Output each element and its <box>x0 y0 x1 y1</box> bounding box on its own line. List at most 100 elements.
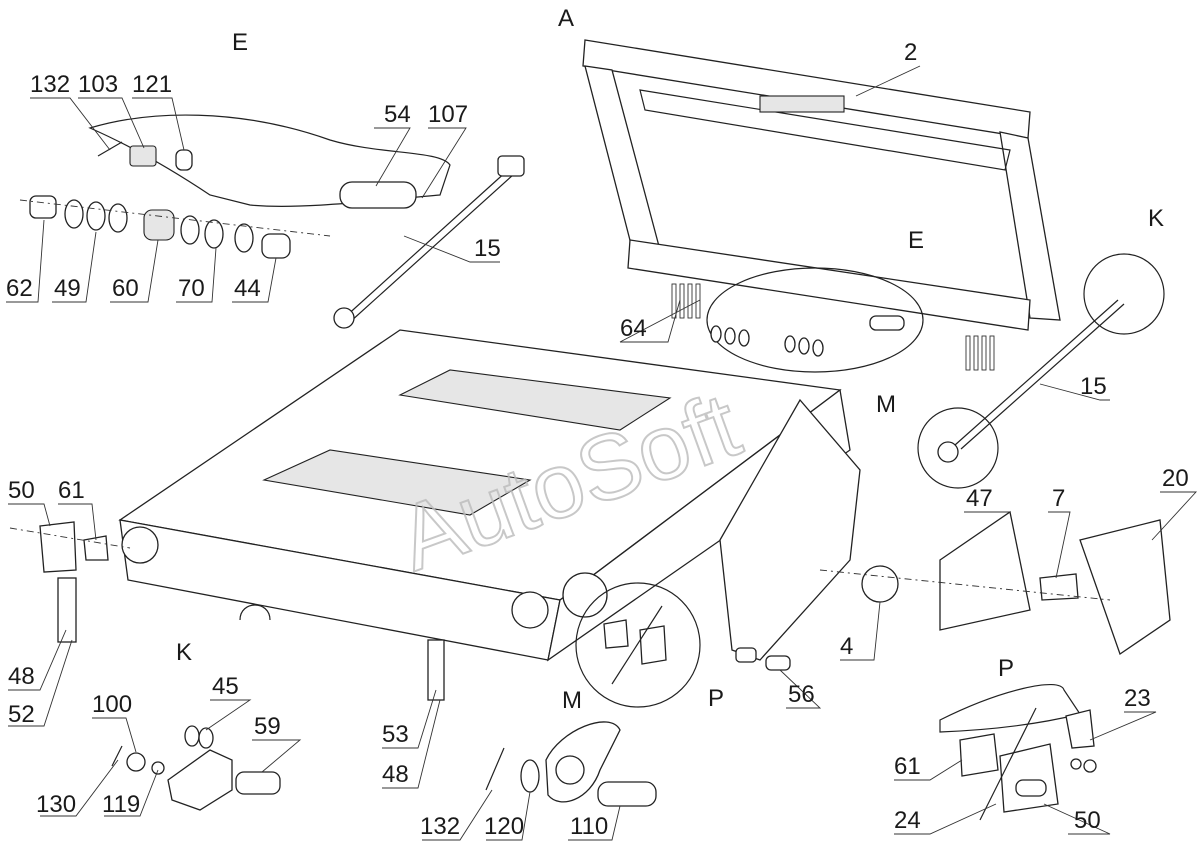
detail-e-frame-outline <box>88 114 451 207</box>
view-label-e-circle: E <box>908 227 924 254</box>
label-47: 47 <box>966 485 993 512</box>
rod-15-left-group <box>333 155 525 329</box>
rod-24 <box>979 707 1037 821</box>
label-2: 2 <box>904 39 917 66</box>
label-59: 59 <box>254 713 281 740</box>
detail-p-group <box>939 683 1097 821</box>
view-label-p-circle: P <box>708 685 724 712</box>
part-labels: 132 103 121 54 107 62 49 60 70 44 15 2 6… <box>6 39 1189 840</box>
ring-70b <box>204 219 224 249</box>
view-label-e-detail: E <box>232 29 248 56</box>
detail-p-circle <box>575 582 701 708</box>
frame-2-right-post <box>999 131 1061 321</box>
bushing-44 <box>261 233 291 259</box>
right-parts-group <box>735 510 1171 671</box>
label-52: 52 <box>8 701 35 728</box>
pin-132 <box>97 141 123 157</box>
label-49: 49 <box>54 275 81 302</box>
circlip <box>234 223 254 253</box>
view-label-m-circle: M <box>876 391 896 418</box>
label-45: 45 <box>212 673 239 700</box>
springs-64-right <box>965 335 995 371</box>
label-24: 24 <box>894 807 921 834</box>
pin-59 <box>235 771 281 795</box>
nut-103 <box>129 145 157 167</box>
flange-4 <box>861 565 899 603</box>
label-61-p: 61 <box>894 753 921 780</box>
rod-15-left <box>343 169 509 319</box>
label-44: 44 <box>234 275 261 302</box>
label-48-left: 48 <box>8 663 35 690</box>
label-107: 107 <box>428 101 468 128</box>
label-70: 70 <box>178 275 205 302</box>
cover-47 <box>939 510 1031 631</box>
nut-100 <box>126 752 146 772</box>
latch-23 <box>1065 709 1095 749</box>
label-103: 103 <box>78 71 118 98</box>
frame-2-bottom-beam <box>627 239 1031 331</box>
label-4: 4 <box>840 633 853 660</box>
label-119: 119 <box>102 791 140 818</box>
hatch-cover-2 <box>398 369 672 431</box>
washer-121 <box>175 149 193 171</box>
label-50-left: 50 <box>8 477 35 504</box>
bracket-61-left <box>83 535 109 561</box>
washer-120 <box>520 759 540 793</box>
detail-p-callout-circle <box>575 582 701 708</box>
plate-50-left <box>39 521 77 573</box>
view-label-p-detail: P <box>998 655 1014 682</box>
label-15-left: 15 <box>474 235 501 262</box>
rod-15-right <box>954 299 1119 446</box>
bushing-62 <box>29 195 57 219</box>
label-23: 23 <box>1124 685 1151 712</box>
bracket-7 <box>1039 573 1079 601</box>
label-62: 62 <box>6 275 33 302</box>
leader-lines <box>6 65 1198 841</box>
label-54: 54 <box>384 101 411 128</box>
left-plates-group <box>9 521 131 643</box>
view-label-k-circle: K <box>1148 205 1164 232</box>
detail-e-callout-circle <box>706 267 924 373</box>
ring-49c <box>108 203 128 233</box>
rod-15-right-group <box>917 253 1165 489</box>
side-plate-right <box>719 398 861 661</box>
label-121: 121 <box>132 71 172 98</box>
label-20: 20 <box>1162 465 1189 492</box>
rod-15-right-edge <box>960 303 1125 450</box>
detail-e-circle <box>706 267 924 373</box>
label-56: 56 <box>788 681 815 708</box>
plate-50-p <box>999 743 1059 813</box>
washer-119 <box>151 761 165 775</box>
label-53: 53 <box>382 721 409 748</box>
strip-48-left <box>57 577 77 643</box>
ring-49b <box>86 201 106 231</box>
label-50-p: 50 <box>1074 807 1101 834</box>
ring-70a <box>180 215 200 245</box>
view-label-m-detail: M <box>562 687 582 714</box>
ring-45b <box>198 727 214 749</box>
strip-53 <box>427 639 445 701</box>
port-right <box>562 572 608 618</box>
port-left <box>511 591 549 629</box>
label-130: 130 <box>36 791 76 818</box>
detail-m-group <box>485 721 657 807</box>
washer-stack <box>735 647 757 663</box>
label-100: 100 <box>92 691 132 718</box>
view-label-a: A <box>558 5 574 32</box>
frame-2-group <box>582 39 1061 371</box>
bracket-61-p <box>959 733 999 777</box>
rod-eye-right <box>937 441 959 463</box>
cover-20 <box>1079 519 1171 656</box>
frame-2-left-post <box>584 65 661 251</box>
frame-2-window <box>639 89 1011 171</box>
detail-m-callout-circle <box>917 407 999 489</box>
detail-p-frame-outline <box>939 683 1081 733</box>
view-label-k-detail: K <box>176 639 192 666</box>
detail-k-callout-circle <box>1083 253 1165 335</box>
rod-eye-left <box>333 307 355 329</box>
label-120: 120 <box>484 813 524 840</box>
mount-bracket <box>239 604 271 621</box>
label-7: 7 <box>1052 485 1065 512</box>
